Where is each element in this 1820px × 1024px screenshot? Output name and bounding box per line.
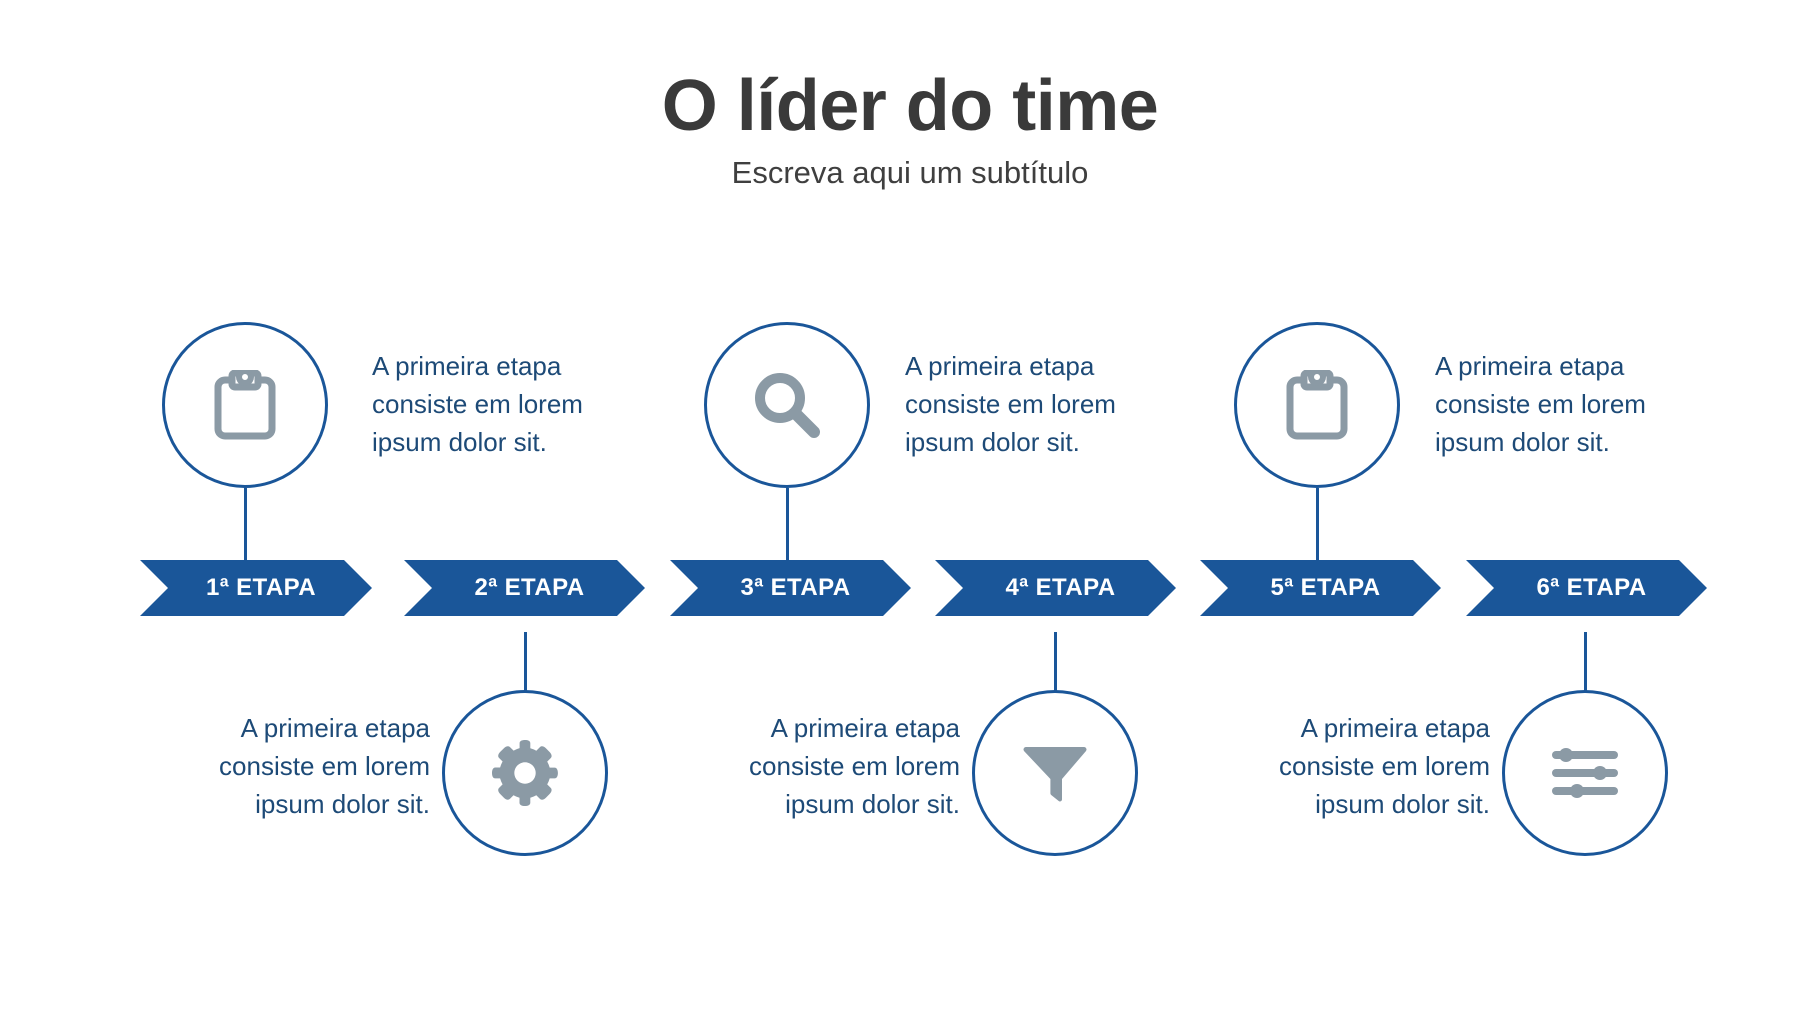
step-description-6: A primeira etapa consiste em lorem ipsum… <box>1279 713 1490 819</box>
step-chevron-4[interactable]: 4ª ETAPA <box>935 560 1176 616</box>
connector-line-step-1 <box>244 488 247 576</box>
connector-line-step-4 <box>1054 632 1057 720</box>
step-icon-circle-5[interactable] <box>1234 322 1400 488</box>
connector-line-step-2 <box>524 632 527 720</box>
step-icon-circle-6[interactable] <box>1502 690 1668 856</box>
step-icon-circle-1[interactable] <box>162 322 328 488</box>
step-label-6: 6ª ETAPA <box>1536 574 1647 601</box>
funnel-icon <box>1023 741 1087 805</box>
step-description-5: A primeira etapa consiste em lorem ipsum… <box>1435 351 1646 457</box>
page-title: O líder do time <box>661 66 1159 146</box>
step-chevron-5[interactable]: 5ª ETAPA <box>1200 560 1441 616</box>
connector-line-step-6 <box>1584 632 1587 720</box>
step-label-2: 2ª ETAPA <box>474 574 585 601</box>
step-icon-circle-2[interactable] <box>442 690 608 856</box>
step-chevron-2[interactable]: 2ª ETAPA <box>404 560 645 616</box>
connector-line-step-3 <box>786 488 789 576</box>
step-label-4: 4ª ETAPA <box>1005 574 1116 601</box>
step-label-3: 3ª ETAPA <box>740 574 851 601</box>
page-subtitle: Escreva aqui um subtítulo <box>731 155 1089 191</box>
clipboard-icon <box>214 370 276 440</box>
step-chevron-3[interactable]: 3ª ETAPA <box>670 560 911 616</box>
clipboard-icon <box>1286 370 1348 440</box>
step-chevron-1[interactable]: 1ª ETAPA <box>140 560 372 616</box>
connector-line-step-5 <box>1316 488 1319 576</box>
step-chevron-6[interactable]: 6ª ETAPA <box>1466 560 1707 616</box>
sliders-icon <box>1552 745 1618 801</box>
step-icon-circle-4[interactable] <box>972 690 1138 856</box>
step-description-2: A primeira etapa consiste em lorem ipsum… <box>219 713 430 819</box>
step-label-1: 1ª ETAPA <box>206 574 316 601</box>
step-description-3: A primeira etapa consiste em lorem ipsum… <box>905 351 1116 457</box>
header: O líder do time Escreva aqui um subtítul… <box>0 68 1820 192</box>
step-icon-circle-3[interactable] <box>704 322 870 488</box>
step-label-5: 5ª ETAPA <box>1270 574 1381 601</box>
step-description-4: A primeira etapa consiste em lorem ipsum… <box>749 713 960 819</box>
search-icon <box>752 370 822 440</box>
step-description-1: A primeira etapa consiste em lorem ipsum… <box>372 351 583 457</box>
gear-icon <box>492 740 558 806</box>
